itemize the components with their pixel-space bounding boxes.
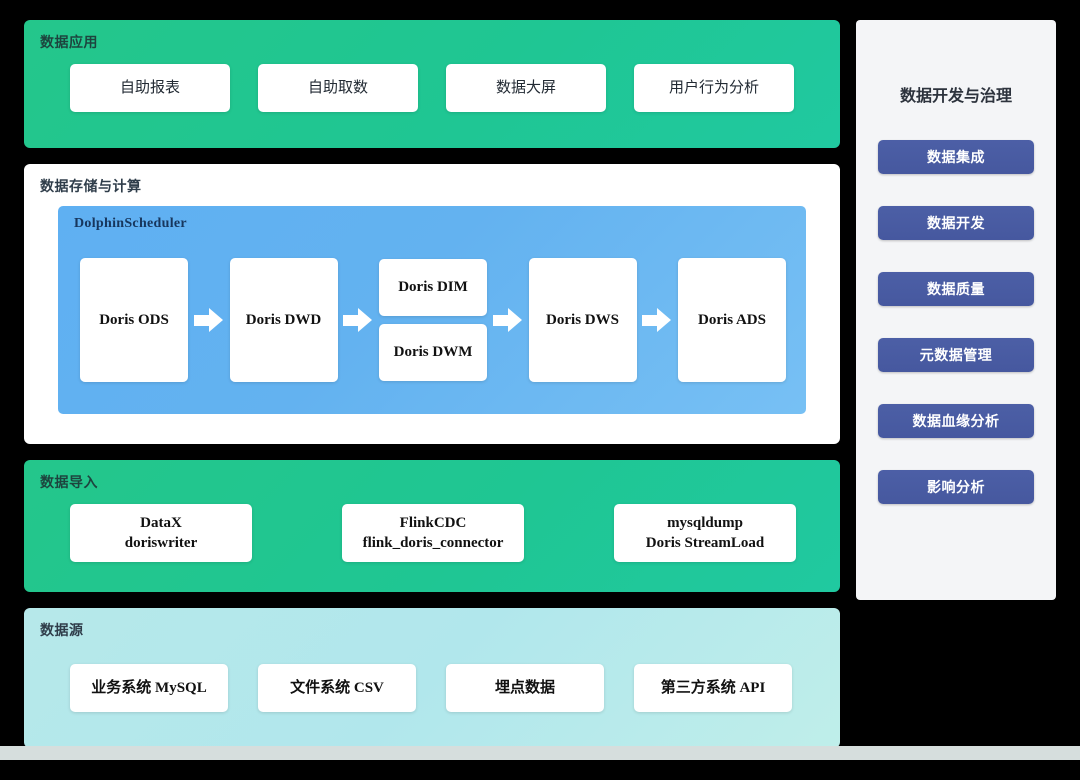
doris-layer-label: Doris ADS [698, 311, 766, 328]
doris-layer-label: Doris DWD [245, 311, 322, 328]
data-import-tile[interactable]: DataX doriswriter [70, 504, 252, 562]
section-data-import: 数据导入 DataX doriswriter FlinkCDC flink_doris… [24, 460, 840, 592]
section-data-governance: 数据开发与治理 数据集成数据开发数据质量元数据管理数据血缘分析影响分析 [856, 20, 1056, 600]
doris-layer-tile[interactable]: Doris DWD [229, 258, 338, 382]
data-import-tile-line: DataX [140, 514, 182, 531]
section-title-storage-compute: 数据存储与计算 [40, 178, 142, 194]
section-data-source: 数据源 业务系统 MySQL 文件系统 CSV 埋点数据 第三方系统 API [24, 608, 840, 748]
doris-layer-label: Doris DWS [546, 311, 619, 328]
data-application-tile[interactable]: 自助取数 [258, 64, 418, 112]
section-title-data-application: 数据应用 [40, 34, 98, 50]
data-import-tile-row: DataX doriswriter FlinkCDC flink_doris_conn… [70, 504, 796, 562]
doris-layer-tile[interactable]: Doris DWM [379, 324, 487, 381]
pipeline-arrow-icon [642, 307, 672, 333]
section-title-data-import: 数据导入 [40, 474, 98, 490]
data-source-tile-row: 业务系统 MySQL 文件系统 CSV 埋点数据 第三方系统 API [70, 664, 792, 712]
data-import-tile-line: flink_doris_connector [362, 535, 504, 551]
dolphinscheduler-label: DolphinScheduler [74, 216, 187, 231]
data-application-tile-line: 用户行为分析 [668, 78, 759, 96]
data-source-tile[interactable]: 埋点数据 [446, 664, 604, 712]
data-source-tile[interactable]: 文件系统 CSV [258, 664, 416, 712]
data-application-tile-line: 数据大屏 [495, 78, 556, 96]
doris-layer-tile[interactable]: Doris ODS [80, 258, 188, 382]
governance-button[interactable]: 数据集成 [878, 140, 1034, 174]
governance-button[interactable]: 数据质量 [878, 272, 1034, 306]
data-import-tile[interactable]: FlinkCDC flink_doris_connector [342, 504, 524, 562]
doris-layer-label: Doris DIM [398, 279, 468, 296]
doris-layer-tile[interactable]: Doris DWS [528, 258, 637, 382]
data-application-tile-line: 自助取数 [307, 78, 368, 96]
governance-button[interactable]: 数据血缘分析 [878, 404, 1034, 438]
pipeline-stage: Doris ODS [80, 258, 188, 382]
governance-button[interactable]: 数据开发 [878, 206, 1034, 240]
data-source-tile-line: 业务系统 MySQL [91, 679, 207, 696]
data-source-tile-line: 第三方系统 API [660, 679, 766, 696]
data-application-tile[interactable]: 自助报表 [70, 64, 230, 112]
section-storage-compute: 数据存储与计算 DolphinScheduler Doris ODS Doris … [24, 164, 840, 444]
pipeline-stage: Doris DWS [528, 258, 637, 382]
data-application-tile-line: 自助报表 [119, 78, 180, 96]
pipeline-stage: Doris DIM Doris DWM [379, 259, 487, 381]
doris-layer-tile[interactable]: Doris DIM [379, 259, 487, 316]
data-source-tile-line: 埋点数据 [494, 679, 555, 696]
data-source-tile-line: 文件系统 CSV [290, 679, 384, 696]
pipeline-arrow-icon [193, 307, 224, 333]
doris-layer-tile[interactable]: Doris ADS [678, 258, 786, 382]
data-application-tile[interactable]: 数据大屏 [446, 64, 606, 112]
governance-button[interactable]: 影响分析 [878, 470, 1034, 504]
section-title-data-governance: 数据开发与治理 [899, 88, 1012, 105]
pipeline-stage: Doris DWD [229, 258, 338, 382]
section-data-application: 数据应用 自助报表 自助取数 数据大屏 用户行为分析 [24, 20, 840, 148]
pipeline-stage: Doris ADS [678, 258, 786, 382]
governance-button[interactable]: 元数据管理 [878, 338, 1034, 372]
doris-layer-label: Doris DWM [393, 344, 473, 361]
dolphinscheduler-panel: DolphinScheduler Doris ODS Doris DWD Doris… [58, 206, 806, 414]
bottom-strip [0, 746, 1080, 760]
data-source-tile[interactable]: 第三方系统 API [634, 664, 792, 712]
data-import-tile-line: doriswriter [124, 535, 198, 551]
section-title-data-source: 数据源 [40, 622, 84, 638]
pipeline-arrow-icon [492, 307, 523, 333]
doris-layer-label: Doris ODS [99, 311, 169, 328]
data-import-tile-line: Doris StreamLoad [645, 535, 765, 551]
governance-button-list: 数据集成数据开发数据质量元数据管理数据血缘分析影响分析 [878, 140, 1034, 504]
data-source-tile[interactable]: 业务系统 MySQL [70, 664, 228, 712]
data-import-tile-line: FlinkCDC [399, 514, 467, 531]
pipeline-arrow-icon [343, 307, 373, 333]
data-application-tile[interactable]: 用户行为分析 [634, 64, 794, 112]
data-import-tile-line: mysqldump [667, 514, 743, 531]
data-application-tile-row: 自助报表 自助取数 数据大屏 用户行为分析 [70, 64, 794, 112]
